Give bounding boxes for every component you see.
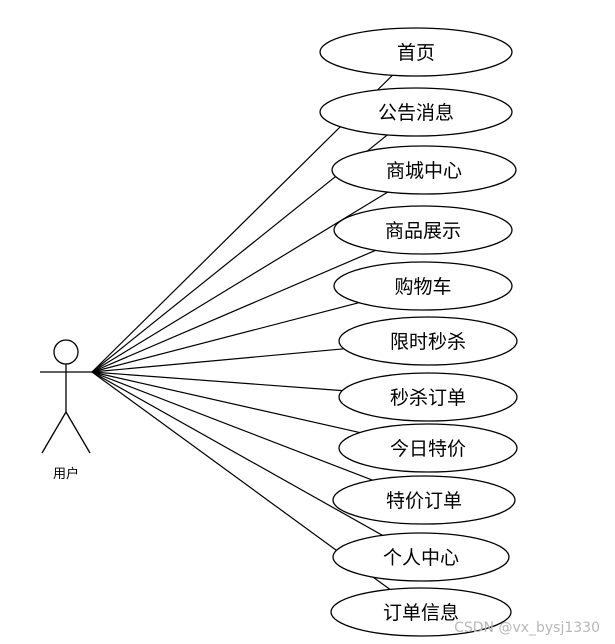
use-case: 首页 bbox=[319, 27, 513, 77]
association-line bbox=[91, 249, 376, 373]
use-case: 商城中心 bbox=[331, 145, 517, 195]
actor-label: 用户 bbox=[53, 466, 79, 482]
use-case-ellipse bbox=[338, 423, 518, 473]
use-case: 购物车 bbox=[333, 261, 513, 311]
watermark: CSDN @vx_bysj1330 bbox=[454, 620, 600, 636]
use-case-ellipse bbox=[331, 145, 517, 195]
association-line bbox=[91, 302, 360, 373]
use-case-ellipse bbox=[319, 27, 513, 77]
use-case-label: 订单信息 bbox=[383, 602, 459, 624]
association-line bbox=[91, 371, 373, 481]
use-case-label: 商品展示 bbox=[385, 220, 461, 242]
use-case: 个人中心 bbox=[332, 532, 510, 582]
use-case: 特价订单 bbox=[332, 475, 516, 525]
use-case-ellipse bbox=[338, 316, 518, 366]
use-case-label: 购物车 bbox=[394, 276, 451, 298]
use-case: 今日特价 bbox=[338, 423, 518, 473]
use-case-label: 首页 bbox=[397, 42, 435, 64]
use-case: 限时秒杀 bbox=[338, 316, 518, 366]
use-case-ellipse bbox=[319, 87, 513, 137]
use-case: 商品展示 bbox=[333, 205, 513, 255]
association-line bbox=[91, 371, 343, 392]
actor-left-leg bbox=[41, 411, 67, 454]
use-case-label: 今日特价 bbox=[390, 438, 466, 460]
use-case-label: 个人中心 bbox=[383, 547, 459, 569]
actor-right-leg bbox=[65, 411, 91, 454]
use-case-ellipse bbox=[332, 532, 510, 582]
use-case-label: 特价订单 bbox=[386, 490, 462, 512]
use-case: 秒杀订单 bbox=[338, 372, 518, 422]
use-case: 订单信息 bbox=[330, 587, 512, 637]
use-case-label: 限时秒杀 bbox=[390, 331, 466, 353]
use-case-label: 秒杀订单 bbox=[390, 387, 466, 409]
use-case-label: 公告消息 bbox=[378, 102, 454, 124]
association-line bbox=[91, 348, 344, 373]
actor: 用户 bbox=[40, 339, 92, 482]
use-case-ellipse bbox=[332, 475, 516, 525]
association-line bbox=[91, 371, 383, 536]
use-case-ellipse bbox=[333, 205, 513, 255]
use-case-ellipse bbox=[333, 261, 513, 311]
use-case-ellipse bbox=[338, 372, 518, 422]
use-cases: 首页公告消息商城中心商品展示购物车限时秒杀秒杀订单今日特价特价订单个人中心订单信… bbox=[319, 27, 518, 637]
use-case: 公告消息 bbox=[319, 87, 513, 137]
use-case-ellipse bbox=[330, 587, 512, 637]
actor-head bbox=[53, 339, 79, 365]
association-line bbox=[91, 371, 360, 434]
use-case-label: 商城中心 bbox=[386, 160, 462, 182]
